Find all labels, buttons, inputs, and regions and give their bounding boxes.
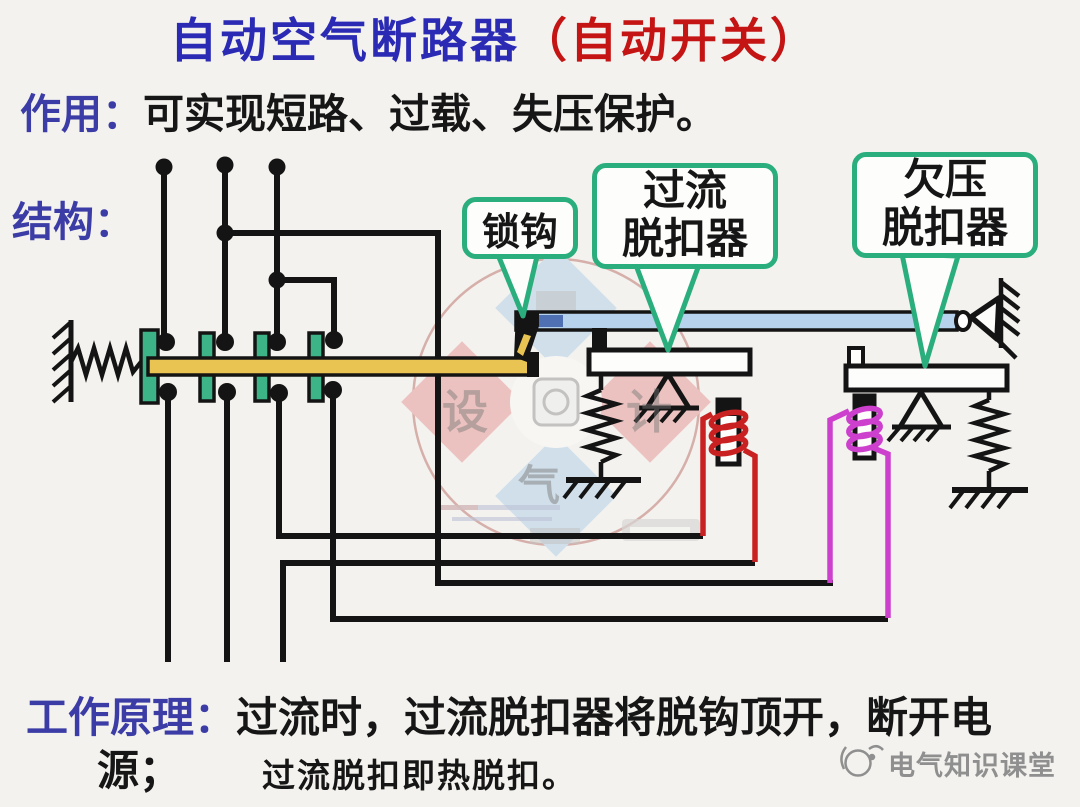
callout-overcurrent-line2: 脱扣器 (621, 217, 748, 263)
undervoltage-release (827, 346, 1028, 618)
callout-lock-hook: 锁钩 (462, 197, 578, 259)
oc-striker-tab (592, 328, 607, 352)
uv-spring-ground (948, 487, 1028, 510)
principle-text: 过流时，过流脱扣器将脱钩顶开，断开电 (236, 696, 993, 742)
brand-icon (840, 745, 884, 777)
watermark-char-left: 设 (442, 387, 488, 438)
supply-terminals (155, 156, 286, 289)
function-label: 作用： (20, 91, 143, 137)
oc-coil-feed-wire (276, 393, 703, 539)
principle-line: 工作原理：过流时，过流脱扣器将脱钩顶开，断开电 (26, 684, 992, 745)
principle-line2: 源； (97, 749, 182, 795)
callout-lock-hook-label: 锁钩 (481, 211, 558, 254)
pole4-feed-wire (277, 277, 337, 340)
uv-striker-tab (847, 346, 865, 368)
right-wall-anchor (996, 278, 1021, 360)
uv-armature (843, 363, 1010, 393)
trip-lever (514, 278, 1021, 362)
callout-undervoltage-line1: 欠压 (902, 158, 987, 204)
principle-label: 工作原理： (26, 696, 237, 742)
uv-coil (827, 405, 891, 618)
left-wall-anchor (51, 320, 143, 404)
page-title: 自动空气断路器（自动开关） (170, 2, 820, 71)
overcurrent-release (562, 328, 758, 562)
undervoltage-tail (899, 251, 961, 369)
lever-pivot-pin (954, 310, 972, 332)
oc-coil-return-wire (280, 560, 755, 662)
contact-bank (139, 328, 539, 405)
uv-pivot (886, 390, 951, 443)
return-spring (68, 340, 143, 383)
function-line: 作用：可实现短路、过载、失压保护。 (20, 80, 717, 140)
watermark-char-bottom: 气 (518, 464, 561, 510)
overcurrent-tail (631, 257, 703, 353)
supply-wires (161, 165, 833, 586)
callout-undervoltage-line2: 脱扣器 (881, 206, 1008, 252)
title-main: 自动空气断路器 (170, 16, 520, 68)
oc-pivot (633, 372, 699, 424)
oc-spring-ground (562, 477, 641, 500)
bar-end-cap (527, 352, 539, 377)
title-paren: （自动开关） (520, 16, 820, 68)
principle-note: 过流脱扣即热脱扣。 (262, 759, 577, 795)
callout-overcurrent-line1: 过流 (642, 169, 727, 215)
lock-hook-highlight (517, 334, 531, 356)
uv-spring (966, 390, 1013, 490)
oc-armature (586, 347, 753, 377)
structure-label: 结构： (12, 199, 135, 245)
watermark-char-right: 计 (626, 387, 672, 438)
load-wires (165, 390, 888, 662)
function-text: 可实现短路、过载、失压保护。 (143, 91, 717, 137)
callout-overcurrent-release: 过流 脱扣器 (592, 163, 778, 269)
uv-coil-feed-wire (225, 230, 833, 586)
callout-undervoltage-release: 欠压 脱扣器 (852, 152, 1038, 258)
lever-pivot-cone (968, 295, 1002, 342)
uv-coil-return-wire (330, 390, 888, 622)
oc-coil (700, 409, 758, 562)
brand-text: 电气知识课堂 (888, 751, 1056, 781)
insulating-bar (146, 356, 538, 377)
